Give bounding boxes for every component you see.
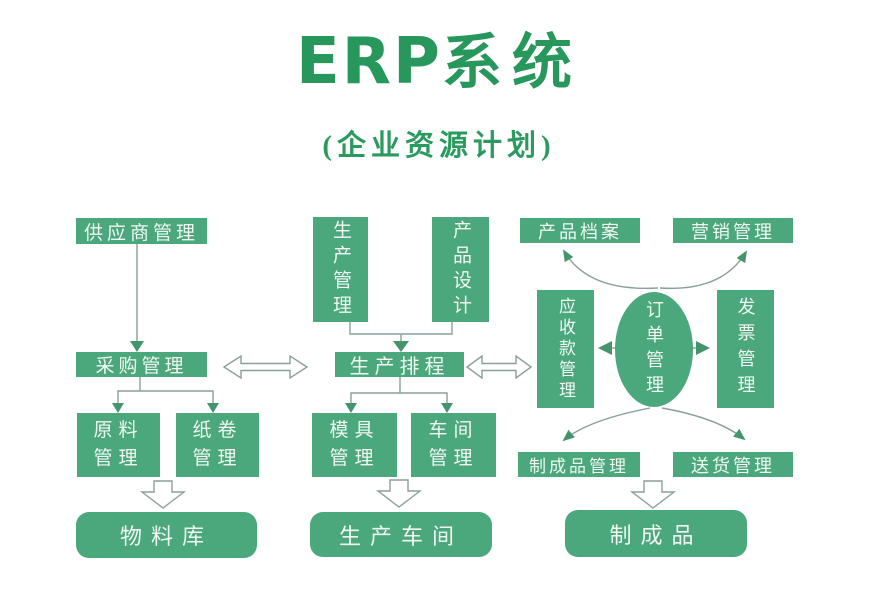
hollow-arrow-to-finished-goods bbox=[629, 480, 677, 509]
arrowhead-into-purchase bbox=[130, 341, 144, 352]
node-marketing-management: 营销管理 bbox=[673, 218, 793, 243]
arrowhead-into-roll bbox=[207, 403, 219, 413]
node-line: 管理 bbox=[329, 448, 380, 469]
node-finished-goods: 制成品 bbox=[565, 510, 747, 557]
node-line: 模具 bbox=[329, 420, 380, 441]
page-title: ERP系统 bbox=[0, 30, 878, 94]
curve-order-to-delivery bbox=[661, 407, 746, 441]
node-delivery-management: 送货管理 bbox=[673, 452, 793, 477]
title-erp: ERP bbox=[296, 25, 442, 99]
node-line: 管理 bbox=[93, 448, 144, 469]
node-product-archive: 产品档案 bbox=[520, 218, 640, 243]
node-mold-management: 模具 管理 bbox=[312, 413, 397, 477]
branch-merge-middle bbox=[349, 322, 453, 335]
node-line: 车间 bbox=[428, 420, 479, 441]
node-production-management: 生产管理 bbox=[313, 217, 368, 322]
curve-order-to-archive bbox=[562, 249, 659, 290]
node-order-management: 订单管理 bbox=[615, 292, 693, 407]
page-subtitle: (企业资源计划) bbox=[322, 130, 556, 162]
node-invoice-management: 发票管理 bbox=[717, 290, 774, 408]
curve-order-to-finished-mgmt bbox=[562, 407, 651, 442]
arrowhead-into-invoice bbox=[696, 341, 710, 355]
arrowhead-into-workshop bbox=[441, 403, 453, 413]
hollow-arrow-to-material-store bbox=[139, 480, 187, 509]
arrowhead-into-raw bbox=[112, 403, 124, 413]
node-line: 管理 bbox=[428, 448, 479, 469]
arrowhead-into-schedule bbox=[393, 341, 409, 352]
arrowhead-into-receivables bbox=[598, 341, 612, 355]
node-purchase-management: 采购管理 bbox=[76, 352, 207, 377]
branch-schedule-rail bbox=[350, 392, 448, 404]
node-product-design: 产品设计 bbox=[432, 217, 489, 322]
node-workshop-management: 车间 管理 bbox=[411, 413, 496, 477]
node-production-workshop: 生产车间 bbox=[310, 512, 492, 557]
double-arrow-purchase-schedule bbox=[222, 354, 309, 380]
title-system: 系统 bbox=[441, 30, 582, 96]
curve-order-to-marketing bbox=[659, 250, 748, 290]
arrowhead-into-mold bbox=[345, 403, 357, 413]
node-paper-roll-management: 纸卷 管理 bbox=[176, 413, 259, 477]
branch-purchase-rail bbox=[117, 390, 214, 404]
node-line: 原料 bbox=[93, 420, 144, 441]
node-receivables-management: 应收款管理 bbox=[537, 290, 594, 408]
node-supplier-management: 供应商管理 bbox=[76, 218, 207, 244]
node-line: 管理 bbox=[192, 448, 243, 469]
node-line: 纸卷 bbox=[192, 420, 243, 441]
double-arrow-schedule-receivables bbox=[465, 354, 533, 380]
node-raw-material-management: 原料 管理 bbox=[77, 413, 160, 477]
node-material-warehouse: 物料库 bbox=[76, 512, 257, 558]
hollow-arrow-to-production-workshop bbox=[375, 479, 423, 508]
node-finished-goods-management: 制成品管理 bbox=[518, 452, 640, 477]
node-production-schedule: 生产排程 bbox=[335, 352, 464, 378]
